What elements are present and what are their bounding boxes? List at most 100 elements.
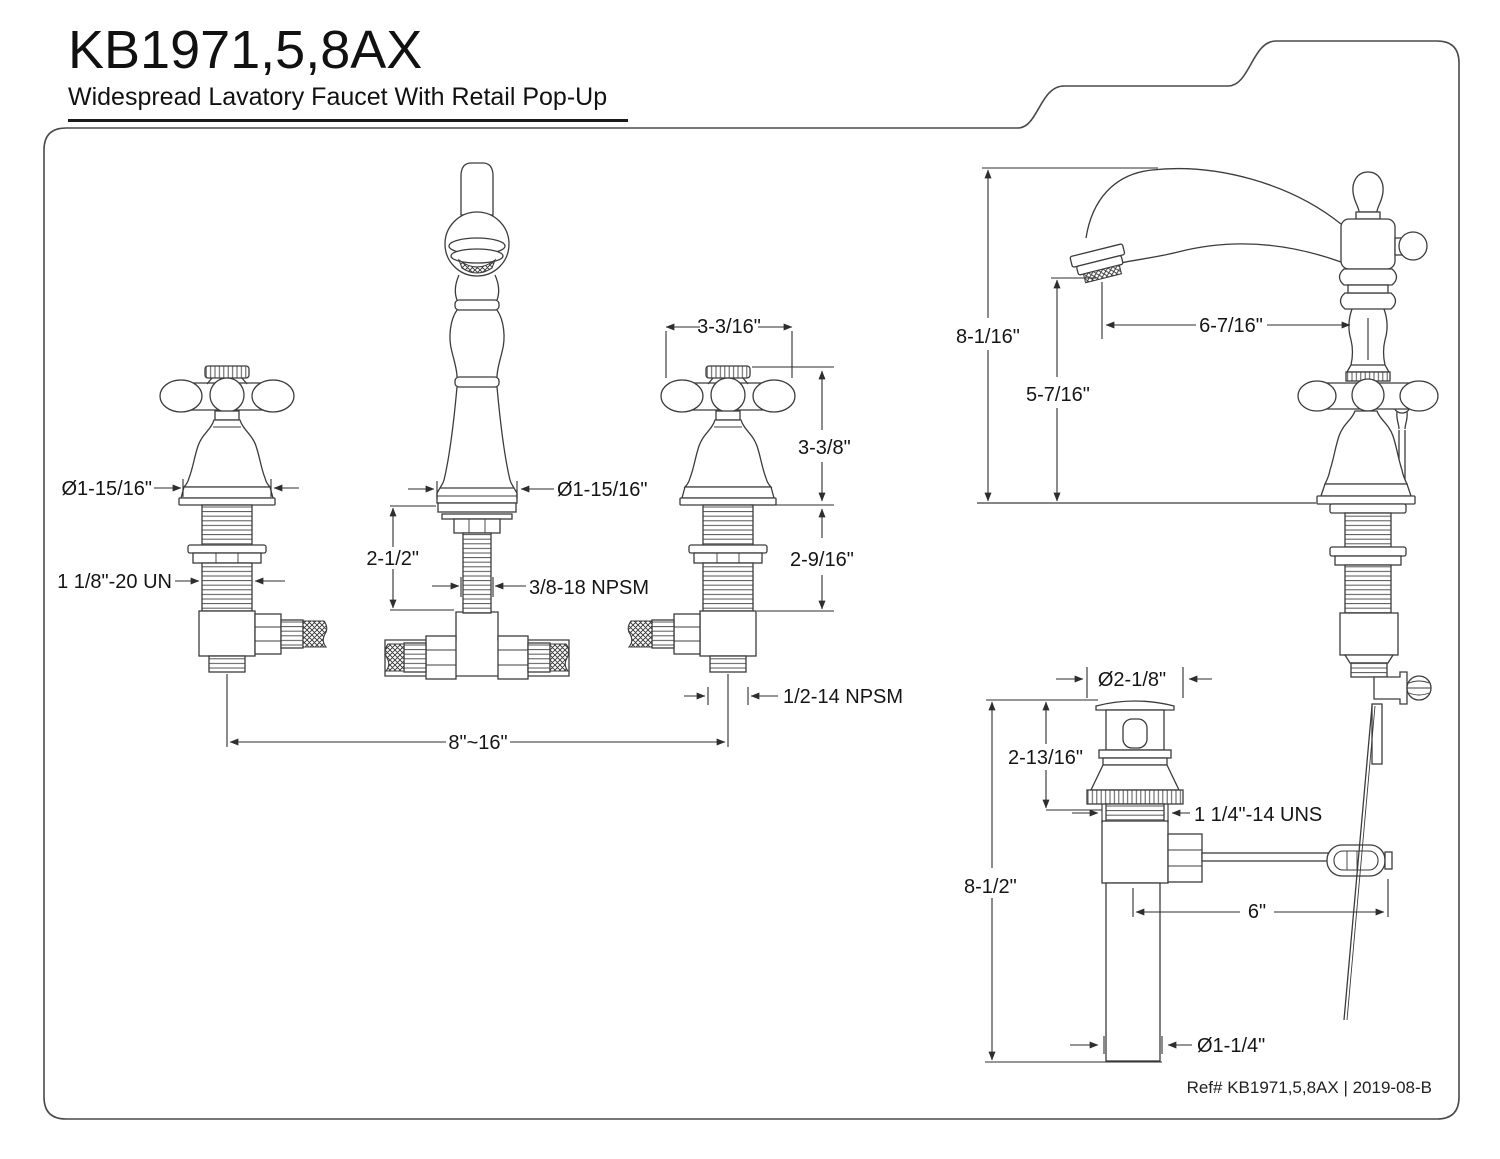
mounting-nut xyxy=(1334,555,1402,566)
dim-spout-deck-height: 2-1/2" xyxy=(366,548,419,570)
spout-mouth xyxy=(1069,243,1126,284)
drain-knurl-ring xyxy=(1086,789,1184,805)
lift-rod-diagonal xyxy=(1346,705,1376,1021)
dim-shank-length: 2-9/16" xyxy=(790,549,854,571)
body-ring1 xyxy=(1338,268,1398,286)
drain-view xyxy=(1086,700,1393,1062)
dim-spout-base-diameter: Ø1-15/16" xyxy=(557,479,648,501)
side-cross-lobe xyxy=(1399,380,1439,412)
drain-neck xyxy=(1105,709,1165,751)
side-cross-lobe xyxy=(1297,380,1337,412)
dim-drain-total-height: 8-1/2" xyxy=(964,876,1017,898)
column-flare xyxy=(1345,364,1391,373)
dim-tailpiece-diameter: Ø1-1/4" xyxy=(1197,1035,1265,1057)
hex-facets xyxy=(426,649,456,666)
spout-mounting-nut xyxy=(453,518,501,534)
faucet-side-view xyxy=(977,167,1439,765)
tee-hose-right xyxy=(549,643,570,672)
spout-tip xyxy=(460,162,494,216)
base-washer xyxy=(437,502,517,513)
linkage-strap xyxy=(1326,844,1386,877)
dim-drain-thread: 1 1/4"-14 UNS xyxy=(1194,804,1322,826)
spout-vase xyxy=(449,309,505,378)
pivot-rod xyxy=(1201,852,1334,862)
dim-total-height: 8-1/16" xyxy=(956,326,1020,348)
threaded-shank xyxy=(1344,512,1392,548)
shank-flange2 xyxy=(1329,546,1407,557)
dim-spout-shank-thread: 3/8-18 NPSM xyxy=(529,577,649,599)
valve-body xyxy=(1339,612,1399,656)
dim-handle-height: 3-3/8" xyxy=(798,437,851,459)
nut-facets xyxy=(468,519,486,533)
dim-spout-reach: 6-7/16" xyxy=(1199,315,1263,337)
side-skirt xyxy=(1320,483,1412,497)
left-handle-view: Ø1-15/16" 1 1/8"-20 UN xyxy=(57,365,328,673)
spout-ring-lower xyxy=(454,376,500,388)
side-cross-hub xyxy=(1351,378,1385,412)
base-plate xyxy=(441,513,513,520)
pivot-hex-nut xyxy=(1167,833,1203,883)
ring-band xyxy=(1347,284,1389,294)
linkage-end-cap xyxy=(1384,851,1393,870)
hex-facets xyxy=(1168,849,1202,867)
dim-rod-length: 6" xyxy=(1248,901,1266,923)
rod-clamp xyxy=(1373,671,1408,705)
spout-column xyxy=(439,386,515,489)
finial xyxy=(1352,171,1384,213)
product-description: Widespread Lavatory Faucet With Retail P… xyxy=(68,82,608,111)
drain-washer xyxy=(1098,749,1172,759)
sheet-border xyxy=(43,40,1460,1120)
shank-flange xyxy=(1329,503,1407,514)
dim-left-shank-thread: 1 1/8"-20 UN xyxy=(57,571,172,593)
right-handle-view: 3-3/16" 3-3/8" 2-9/16" 1/2-14 NPSM xyxy=(627,316,903,708)
hex-facets xyxy=(498,649,528,666)
spout-front-view: 2-1/2" 3/8-18 NPSM Ø1-15/16" xyxy=(365,162,649,680)
linkage-slot xyxy=(1333,850,1379,871)
overflow-hole xyxy=(1122,718,1148,749)
spout-ring-upper xyxy=(454,299,500,311)
dim-spread: 8"~16" xyxy=(448,732,507,754)
title-block: KB1971,5,8AX Widespread Lavatory Faucet … xyxy=(68,22,628,122)
spout-upper-curve xyxy=(1085,167,1342,239)
tee-hose-left xyxy=(384,643,405,672)
tee-fitting-right xyxy=(527,642,551,673)
dim-head-height: 2-13/16" xyxy=(1008,747,1083,769)
body-column xyxy=(1348,308,1388,366)
drain-dimensions: Ø2-1/8" 2-13/16" 1 1/4"-14 UNS 8-1/2" xyxy=(964,667,1389,1063)
finial-collar xyxy=(1355,211,1381,220)
label-bg xyxy=(1006,746,1094,767)
thumbscrew-knurl xyxy=(1407,680,1431,696)
dim-handle-width: 3-3/16" xyxy=(697,316,761,338)
drain-thread xyxy=(1105,803,1165,822)
lift-rod-neck xyxy=(1396,411,1408,430)
outlet-thread xyxy=(1350,662,1388,678)
spout-base-flare xyxy=(436,487,518,504)
side-knob xyxy=(1398,231,1428,261)
tee-fitting-left xyxy=(403,642,427,673)
linkage-ticks xyxy=(1346,851,1358,870)
clamp-strap xyxy=(1371,703,1383,765)
dim-left-escutcheon-diameter: Ø1-15/16" xyxy=(62,478,153,500)
aerator xyxy=(457,258,497,274)
lift-rod-diagonal xyxy=(1343,705,1373,1021)
drain-cone xyxy=(1089,764,1181,791)
dim-outlet-thread: 1/2-14 NPSM xyxy=(783,686,903,708)
tee-hex-left xyxy=(425,635,457,680)
spout-neck xyxy=(454,274,500,301)
body-block xyxy=(1340,218,1396,270)
spread-dimension: 8"~16" xyxy=(226,674,729,754)
drain-washer2 xyxy=(1102,757,1168,766)
dim-flange-diameter: Ø2-1/8" xyxy=(1098,669,1166,691)
tee-hex-right xyxy=(497,635,529,680)
drain-flange xyxy=(1095,700,1175,711)
spout-collar-band2 xyxy=(450,248,504,264)
side-bell xyxy=(1323,410,1409,485)
model-number: KB1971,5,8AX xyxy=(68,20,423,80)
side-skirt-base xyxy=(1316,495,1416,505)
valve-taper xyxy=(1343,654,1395,664)
spout-threaded-shank xyxy=(462,532,492,614)
side-view-dimensions: 8-1/16" 5-7/16" 6-7/16" xyxy=(956,167,1369,502)
title-underline xyxy=(68,118,628,122)
